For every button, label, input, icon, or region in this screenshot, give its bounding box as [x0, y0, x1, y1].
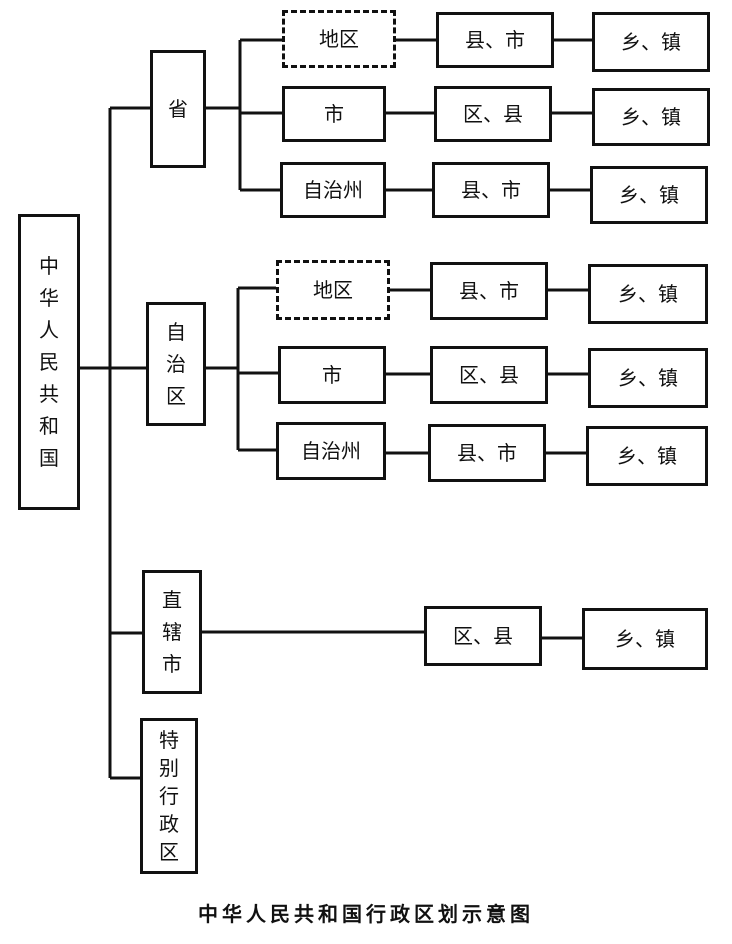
sheng-row1-mid-label: 地区 [319, 27, 359, 51]
province-label-zizhiqu: 自治区 [166, 320, 186, 408]
sheng-row1-town-label: 乡、镇 [621, 30, 681, 54]
sheng-row3-county: 县、市 [432, 162, 550, 218]
province-box-tebie: 特别行政区 [140, 718, 198, 874]
sheng-row1-mid: 地区 [282, 10, 396, 68]
zizhiqu-row2-county: 区、县 [430, 346, 548, 404]
zizhiqu-row1-town-label: 乡、镇 [618, 282, 678, 306]
sheng-row2-county-label: 区、县 [463, 102, 523, 126]
zizhiqu-row1-mid-label: 地区 [313, 278, 353, 302]
province-label-zhixiashi: 直辖市 [162, 588, 182, 676]
zizhiqu-row1-county-label: 县、市 [459, 279, 519, 303]
zizhiqu-row2-county-label: 区、县 [459, 363, 519, 387]
province-label-tebie: 特别行政区 [159, 728, 179, 864]
zizhiqu-row3-mid: 自治州 [276, 422, 386, 480]
zizhiqu-row3-county-label: 县、市 [457, 441, 517, 465]
zizhiqu-row2-town-label: 乡、镇 [618, 366, 678, 390]
zizhiqu-row2-mid: 市 [278, 346, 386, 404]
sheng-row2-town-label: 乡、镇 [621, 105, 681, 129]
root-box: 中华人民共和国 [18, 214, 80, 510]
sheng-row1-town: 乡、镇 [592, 12, 710, 72]
sheng-row2-mid: 市 [282, 86, 386, 142]
zhixiashi-town-label: 乡、镇 [615, 627, 675, 651]
zizhiqu-row3-town: 乡、镇 [586, 426, 708, 486]
zizhiqu-row3-town-label: 乡、镇 [617, 444, 677, 468]
sheng-row1-county: 县、市 [436, 12, 554, 68]
sheng-row2-town: 乡、镇 [592, 88, 710, 146]
sheng-row3-town-label: 乡、镇 [619, 183, 679, 207]
sheng-row3-mid: 自治州 [280, 162, 386, 218]
sheng-row3-mid-label: 自治州 [303, 178, 363, 202]
province-box-zhixiashi: 直辖市 [142, 570, 202, 694]
sheng-row2-county: 区、县 [434, 86, 552, 142]
sheng-row3-county-label: 县、市 [461, 178, 521, 202]
zizhiqu-row2-town: 乡、镇 [588, 348, 708, 408]
zizhiqu-row1-town: 乡、镇 [588, 264, 708, 324]
zizhiqu-row3-county: 县、市 [428, 424, 546, 482]
province-box-zizhiqu: 自治区 [146, 302, 206, 426]
province-label-sheng: 省 [168, 97, 188, 121]
sheng-row3-town: 乡、镇 [590, 166, 708, 224]
diagram-caption: 中华人民共和国行政区划示意图 [198, 902, 534, 926]
sheng-row1-county-label: 县、市 [465, 28, 525, 52]
zhixiashi-town: 乡、镇 [582, 608, 708, 670]
zhixiashi-county: 区、县 [424, 606, 542, 666]
root-label: 中华人民共和国 [39, 254, 59, 470]
zizhiqu-row1-mid: 地区 [276, 260, 390, 320]
sheng-row2-mid-label: 市 [324, 102, 344, 126]
zizhiqu-row3-mid-label: 自治州 [301, 439, 361, 463]
zhixiashi-county-label: 区、县 [453, 624, 513, 648]
province-box-sheng: 省 [150, 50, 206, 168]
zizhiqu-row2-mid-label: 市 [322, 363, 342, 387]
zizhiqu-row1-county: 县、市 [430, 262, 548, 320]
